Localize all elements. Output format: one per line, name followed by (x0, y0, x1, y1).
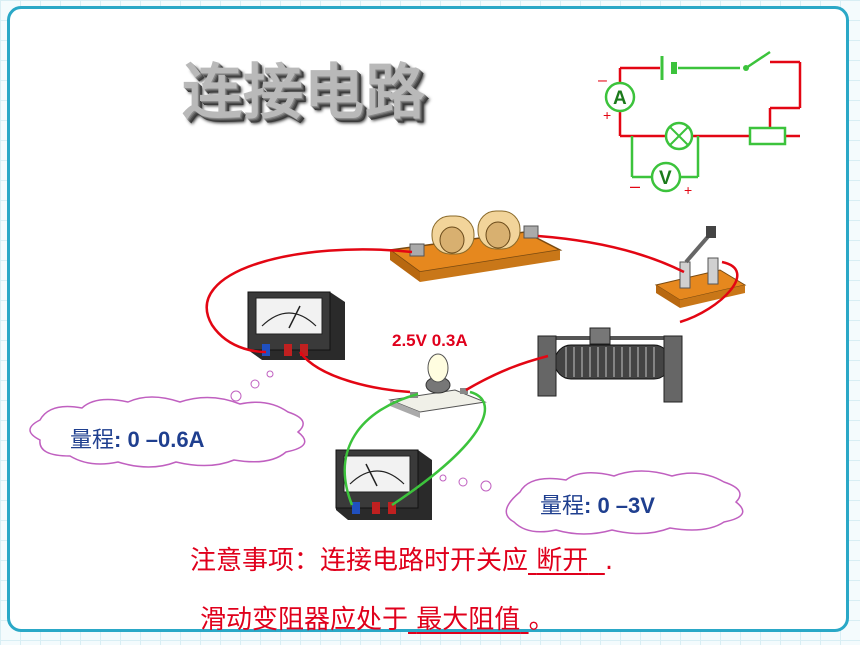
range-value: : 0 –3V (584, 493, 655, 518)
range-label: 量程 (70, 427, 115, 452)
bubble-dot (266, 370, 274, 378)
green-wires (343, 390, 487, 507)
note-suffix: 。 (528, 605, 555, 635)
voltmeter-device (335, 449, 432, 520)
voltmeter-range-cloud (505, 470, 744, 535)
range-label: 量程 (540, 493, 585, 518)
voltmeter-minus: – (630, 176, 640, 196)
voltmeter-symbol (650, 161, 682, 193)
slide-title: 连接电路 (182, 58, 426, 128)
red-wires (205, 234, 739, 394)
ammeter-letter: A (613, 88, 627, 109)
circuit-schematic: A – + V – + (598, 50, 802, 198)
ammeter-plus: + (603, 107, 611, 123)
bubble-dot (480, 480, 492, 492)
bubble-dot (439, 474, 447, 482)
ammeter-symbol (604, 81, 636, 113)
bubble-dot (250, 379, 260, 389)
ammeter-minus: – (598, 72, 607, 89)
rheostat-device (537, 327, 683, 403)
voltmeter-letter: V (659, 168, 672, 189)
ammeter-range-text: 量程: 0 –0.6A (70, 422, 205, 454)
bubble-dot (458, 477, 468, 487)
range-value: : 0 –0.6A (114, 427, 205, 452)
voltmeter-plus: + (684, 182, 692, 198)
ammeter-device (247, 291, 345, 360)
bulb-rating-label: 2.5V 0.3A (392, 331, 468, 350)
note-prefix: 滑动变阻器应处于 (200, 605, 409, 635)
note-line-1: 注意事项：连接电路时开关应 断开 . (190, 540, 613, 577)
switch-blade (745, 50, 771, 70)
voltmeter-range-text: 量程: 0 –3V (540, 488, 655, 520)
battery-holder (388, 210, 563, 282)
note-suffix: . (604, 546, 614, 576)
bubble-dot (230, 390, 242, 402)
note-answer-blank: 断开 (536, 546, 589, 576)
ammeter-range-cloud (29, 396, 306, 468)
light-bulb-holder (388, 353, 487, 418)
note-prefix: 注意事项：连接电路时开关应 (190, 546, 529, 576)
rheostat-symbol (748, 126, 787, 146)
note-line-2: 滑动变阻器应处于 最大阻值 。 (200, 599, 555, 636)
note-answer-blank: 最大阻值 (416, 605, 521, 635)
